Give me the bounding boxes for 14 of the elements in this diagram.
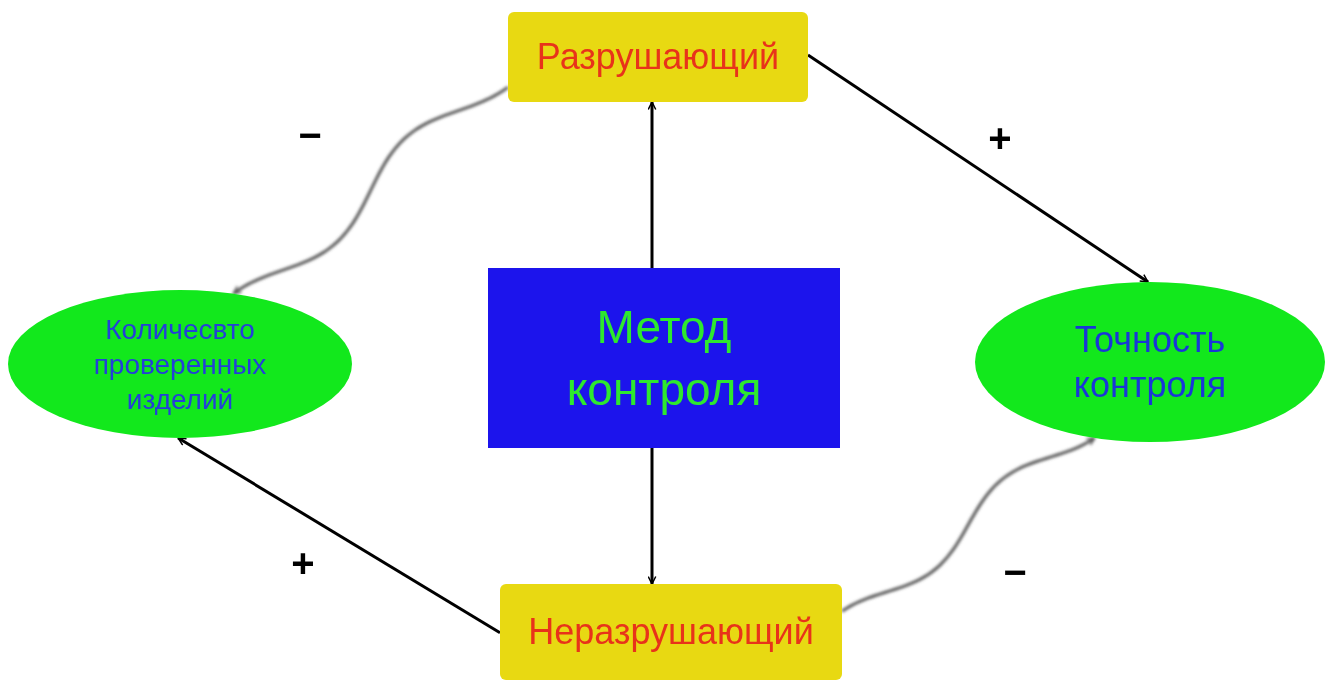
arrow [647, 448, 657, 585]
arrow [177, 436, 501, 635]
process-box [500, 584, 842, 680]
arrow [807, 53, 1149, 284]
process-box [488, 268, 840, 448]
node-label: Точность контроля [1072, 318, 1228, 407]
node-label: Разрушающий [536, 35, 780, 79]
wavy-arrow [841, 436, 1096, 613]
process-box [508, 12, 808, 102]
wavy-arrow [232, 85, 509, 295]
node-label: Неразрушающий [528, 610, 814, 654]
arrow [647, 101, 657, 268]
node-label: Метод контроля [565, 299, 763, 417]
node-label: Количесвто проверенных изделий [92, 312, 268, 417]
